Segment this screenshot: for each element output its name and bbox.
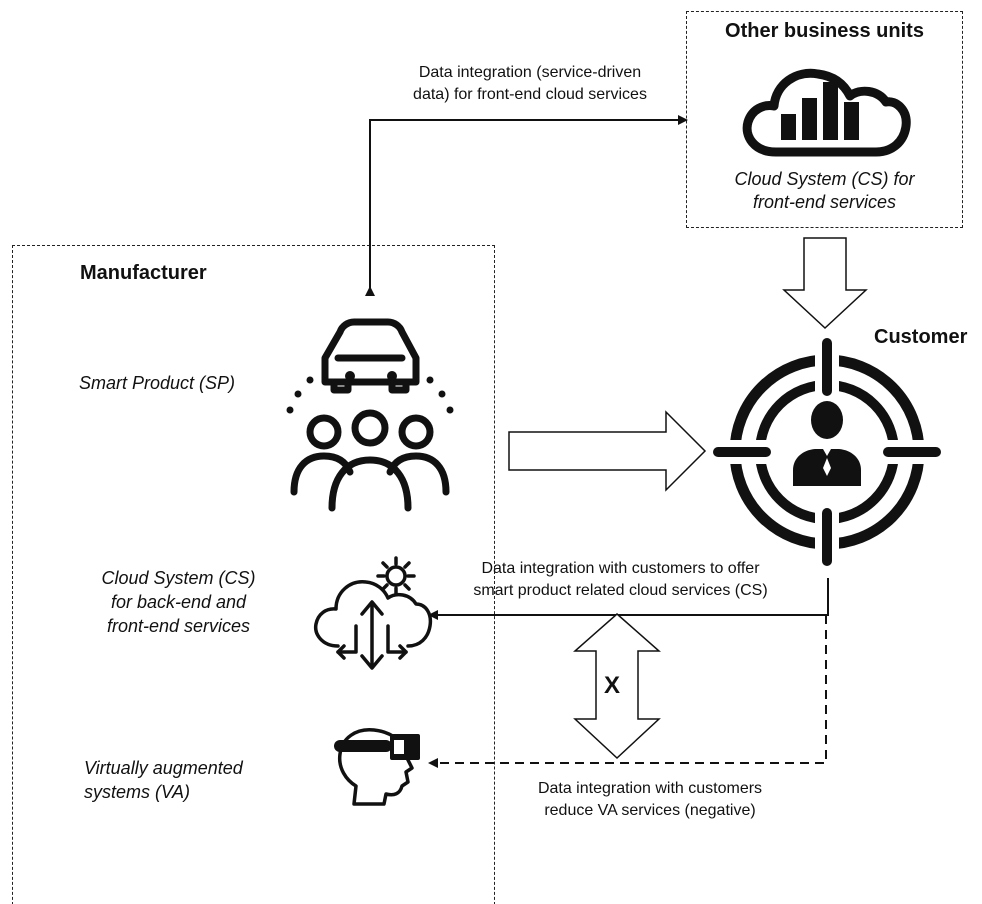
top-integration-label: Data integration (service-driven data) f… [413,64,647,103]
cs-front-end-label: Cloud System (CS) for front-end services [734,169,915,212]
cs-integration-connector [428,578,829,620]
smart-product-label: Smart Product (SP) [79,373,236,393]
other-business-units-title: Other business units [725,20,924,42]
top-integration-connector [365,115,688,296]
down-hollow-arrow [782,237,868,330]
va-integration-label: Data integration with customers reduce V… [537,780,763,819]
conflict-double-arrow [573,613,661,760]
manufacturer-box [12,245,495,904]
virtually-augmented-label: Virtually augmented systems (VA) [84,758,243,802]
cloud-chart-icon [742,68,911,157]
vr-headset-icon [334,728,420,806]
cloud-system-label: Cloud System (CS) for back-end and front… [101,568,256,636]
x-mark: X [604,672,621,699]
car-people-icon [286,318,454,512]
customer-title: Customer [874,326,968,348]
right-hollow-arrow [508,410,707,492]
cloud-gear-arrows-icon [313,556,433,670]
manufacturer-title: Manufacturer [80,262,207,284]
cs-integration-label: Data integration with customers to offer… [473,560,768,599]
va-integration-connector [428,615,827,768]
customer-target-icon [711,336,943,568]
